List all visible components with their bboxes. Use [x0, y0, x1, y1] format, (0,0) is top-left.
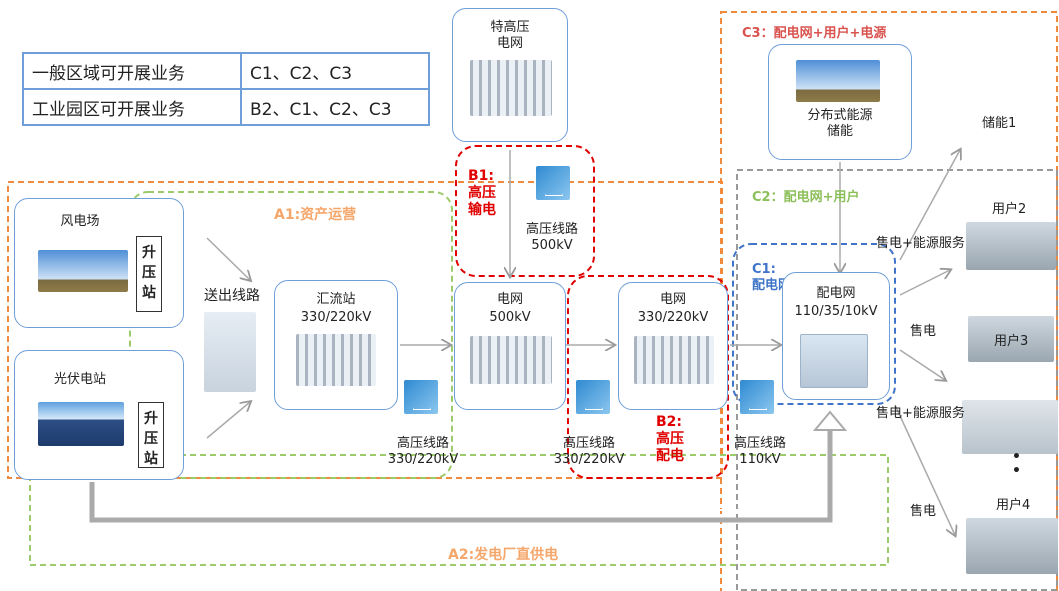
hv-line-icon [576, 380, 610, 414]
grid-500-name: 电网 [496, 292, 523, 307]
der-photo [796, 60, 880, 102]
more-users-dots: • • [1012, 449, 1021, 479]
service-label-3: 售电+能源服务 [876, 406, 965, 421]
grid-330-photo [634, 336, 714, 384]
zone-a2 [29, 454, 889, 566]
user-3-photo [968, 316, 1054, 362]
service-label-4: 售电 [910, 504, 937, 519]
zone-b2 [567, 275, 729, 479]
zone-c1 [732, 243, 896, 405]
table-cell-biz: B2、C1、C2、C3 [240, 88, 430, 126]
distribution-grid-photo [800, 334, 868, 388]
grid-500-photo [470, 336, 552, 384]
boost-station-2: 升 压 站 [138, 402, 164, 468]
grid-330-name: 电网 [659, 292, 686, 307]
grid-330-kv: 330/220kV [637, 310, 709, 325]
boost-station-1: 升 压 站 [136, 236, 162, 312]
hv-line-330-label-a: 高压线路 330/220kV [387, 436, 459, 467]
table-row: 一般区域可开展业务 C1、C2、C3 [22, 52, 430, 90]
wind-farm-photo [38, 250, 128, 292]
uhv-grid-photo [470, 60, 552, 116]
user-2-photo [966, 222, 1056, 270]
distribution-grid-kv: 110/35/10kV [794, 304, 878, 319]
user-2-label: 用户2 [992, 202, 1027, 217]
outgoing-line-label: 送出线路 [204, 288, 260, 304]
collection-station-photo [296, 334, 376, 386]
grid-500-kv: 500kV [489, 310, 531, 325]
storage-1-label: 储能1 [982, 116, 1017, 131]
hv-line-500-label: 高压线路 500kV [525, 222, 578, 253]
zone-a1-label: A1:资产运营 [274, 207, 357, 223]
hv-line-icon [404, 380, 438, 414]
uhv-grid-label: 特高压 电网 [490, 20, 530, 51]
collection-station-box [274, 280, 398, 410]
user-4-photo [966, 518, 1058, 574]
table-cell-biz: C1、C2、C3 [240, 52, 430, 90]
zone-b2-label: B2: 高压 配电 [656, 414, 684, 464]
zone-b1 [455, 145, 595, 277]
hv-line-330-label-b: 高压线路 330/220kV [553, 436, 625, 467]
solar-plant-label: 光伏电站 [53, 372, 106, 387]
service-label-2: 售电 [910, 324, 937, 339]
collection-station-name: 汇流站 [316, 292, 356, 307]
service-label-1: 售电+能源服务 [876, 236, 965, 251]
zone-b1-label: B1: 高压 输电 [468, 168, 496, 218]
zone-c2 [736, 169, 1058, 591]
distribution-grid-name: 配电网 [816, 286, 856, 301]
hv-line-icon [740, 380, 774, 414]
table-cell-area: 一般区域可开展业务 [22, 52, 242, 90]
user-3-label: 用户3 [994, 334, 1029, 349]
solar-plant-photo [38, 402, 124, 446]
zone-c1-label: C1: 配电网 [752, 262, 792, 293]
hv-line-110-label: 高压线路 110kV [733, 436, 786, 467]
table-cell-area: 工业园区可开展业务 [22, 88, 242, 126]
zone-a1 [129, 191, 453, 479]
table-row: 工业园区可开展业务 B2、C1、C2、C3 [22, 88, 430, 126]
zone-c3-label: C3：配电网+用户+电源 [742, 26, 887, 41]
transmission-tower-photo [204, 312, 256, 392]
user-4-label: 用户4 [996, 498, 1031, 513]
collection-station-kv: 330/220kV [300, 310, 372, 325]
der-storage-label: 分布式能源 储能 [807, 108, 873, 139]
hv-line-icon [536, 166, 570, 200]
zone-a2-label: A2:发电厂直供电 [448, 547, 559, 563]
wind-farm-label: 风电场 [60, 214, 100, 229]
business-table: 一般区域可开展业务 C1、C2、C3 工业园区可开展业务 B2、C1、C2、C3 [22, 52, 430, 126]
zone-c2-label: C2：配电网+用户 [752, 190, 860, 205]
user-3b-photo [962, 400, 1058, 454]
